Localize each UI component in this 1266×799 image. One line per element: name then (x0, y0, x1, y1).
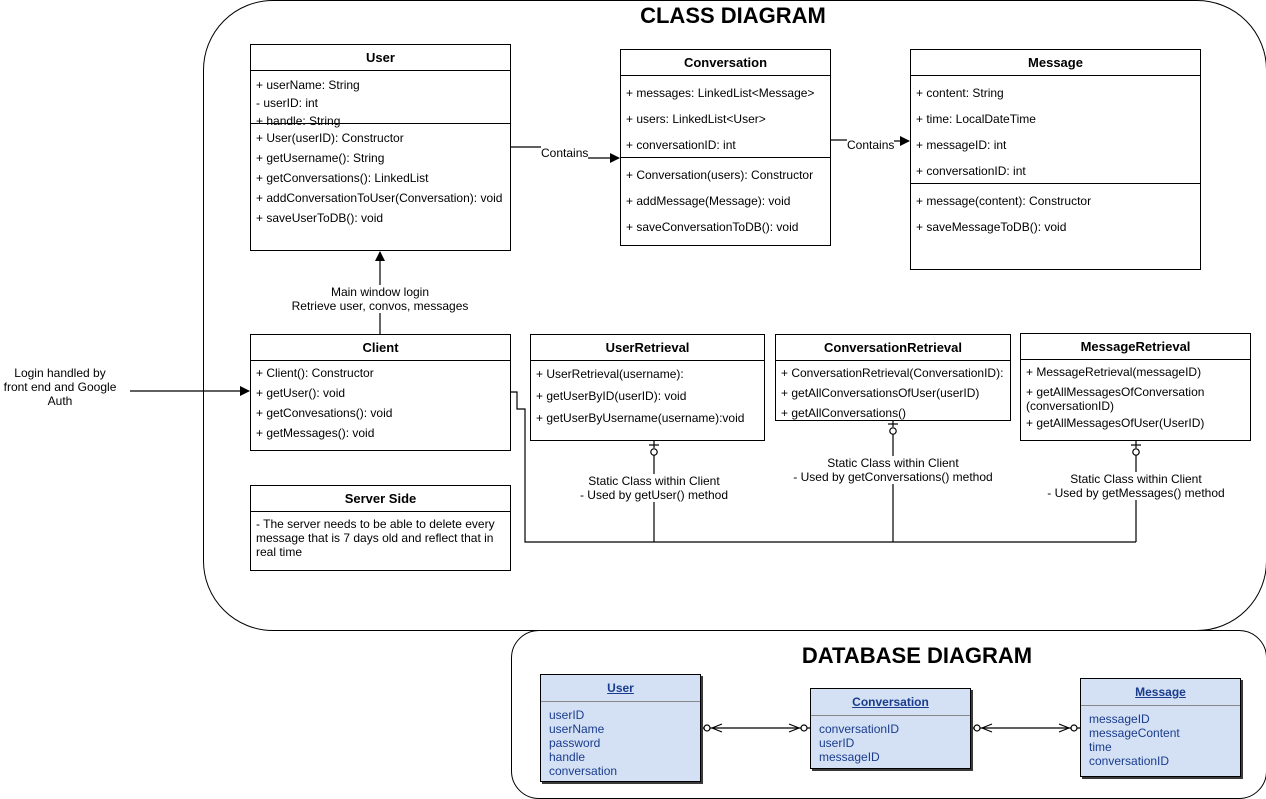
label-line: - Used by getMessages() method (1047, 486, 1225, 500)
client-bus-edge (511, 391, 1136, 543)
client-class: Client + Client(): Constructor + getUser… (250, 334, 511, 451)
label-line: Auth (47, 394, 73, 408)
table-field: messageID (819, 750, 880, 764)
table-field: password (549, 736, 601, 750)
method: + getAllMessagesOfUser(UserID) (1026, 416, 1205, 430)
attribute: + conversationID: int (916, 164, 1026, 178)
attribute: + conversationID: int (626, 138, 736, 152)
attribute: + users: LinkedList<User> (626, 112, 766, 126)
static-conv-label: Static Class within Client - Used by get… (788, 456, 998, 484)
note-line: real time (256, 545, 303, 559)
database-diagram-title: DATABASE DIAGRAM (801, 643, 1033, 668)
method: + saveConversationToDB(): void (626, 220, 799, 234)
class-name: ConversationRetrieval (776, 335, 1010, 361)
user-retrieval-class: UserRetrieval + UserRetrieval(username):… (530, 334, 765, 441)
db-user-table: User userID userName password handle con… (540, 674, 701, 782)
method: + ConversationRetrieval(ConversationID): (781, 366, 1004, 380)
method: + Conversation(users): Constructor (626, 168, 814, 182)
method: (conversationID) (1026, 399, 1115, 413)
class-name: User (251, 45, 510, 71)
method: + addConversationToUser(Conversation): v… (256, 191, 503, 205)
static-user-label: Static Class within Client - Used by get… (570, 474, 738, 502)
table-name: Conversation (811, 689, 970, 716)
method: + MessageRetrieval(messageID) (1026, 365, 1202, 379)
method: + getAllMessagesOfConversation (1026, 385, 1205, 399)
class-name: UserRetrieval (531, 335, 764, 361)
note-line: - The server needs to be able to delete … (256, 517, 495, 531)
contains-label: Contains (541, 146, 589, 160)
message-retrieval-class: MessageRetrieval + MessageRetrieval(mess… (1020, 333, 1251, 441)
method: + UserRetrieval(username): (536, 367, 684, 381)
class-name: Client (251, 335, 510, 361)
method: + getAllConversations() (781, 406, 907, 420)
method: + saveUserToDB(): void (256, 211, 384, 225)
external-login-label: Login handled by front end and Google Au… (0, 366, 120, 408)
method: + getMessages(): void (256, 426, 375, 440)
static-msg-label: Static Class within Client - Used by get… (1043, 472, 1229, 500)
conversation-class: Conversation + messages: LinkedList<Mess… (620, 49, 831, 246)
method: + getConvesations(): void (256, 406, 393, 420)
table-field: userID (549, 708, 585, 722)
conversation-retrieval-class: ConversationRetrieval + ConversationRetr… (775, 334, 1011, 421)
label-line: - Used by getUser() method (579, 488, 729, 502)
attribute: + userName: String (256, 78, 360, 92)
contains-label: Contains (847, 138, 895, 152)
label-line: Retrieve user, convos, messages (291, 299, 469, 313)
server-side-note: Server Side - The server needs to be abl… (250, 485, 511, 571)
db-message-table: Message messageID messageContent time co… (1080, 678, 1241, 777)
method: + addMessage(Message): void (626, 194, 791, 208)
class-name: Conversation (621, 50, 830, 76)
db-conversation-table: Conversation conversationID userID messa… (810, 688, 971, 769)
class-name: Message (911, 50, 1200, 76)
table-field: conversationID (819, 722, 900, 736)
label-line: front end and Google (3, 380, 117, 394)
class-name: Server Side (251, 486, 510, 512)
user-class: User + userName: String - userID: int + … (250, 44, 511, 251)
table-name: Message (1081, 679, 1240, 706)
label-line: Static Class within Client (588, 474, 720, 488)
method: + saveMessageToDB(): void (916, 220, 1067, 234)
attribute: + handle: String (256, 114, 341, 128)
note-line: message that is 7 days old and reflect t… (256, 531, 494, 545)
table-field: handle (549, 750, 586, 764)
class-diagram-title: CLASS DIAGRAM (640, 3, 826, 28)
method: + getConversations(): LinkedList (256, 171, 429, 185)
method: + User(userID): Constructor (256, 131, 404, 145)
table-field: userName (549, 722, 605, 736)
table-name: User (541, 675, 700, 702)
class-name: MessageRetrieval (1021, 334, 1250, 360)
label-line: - Used by getConversations() method (793, 470, 993, 484)
label-line: Static Class within Client (827, 456, 959, 470)
attribute: + time: LocalDateTime (916, 112, 1036, 126)
table-field: time (1089, 740, 1112, 754)
table-field: messageID (1089, 712, 1150, 726)
label-line: Login handled by (14, 366, 106, 380)
attribute: + messages: LinkedList<Message> (626, 86, 815, 100)
attribute: + messageID: int (916, 138, 1007, 152)
table-field: userID (819, 736, 855, 750)
method: + Client(): Constructor (256, 366, 374, 380)
method: + getUser(): void (256, 386, 346, 400)
table-field: conversationID (1089, 754, 1170, 768)
table-field: messageContent (1089, 726, 1180, 740)
method: + getAllConversationsOfUser(userID) (781, 386, 980, 400)
attribute: - userID: int (256, 96, 319, 110)
table-field: conversation (549, 764, 618, 778)
label-line: Static Class within Client (1070, 472, 1202, 486)
method: + getUserByUsername(username):void (536, 411, 745, 425)
attribute: + content: String (916, 86, 1004, 100)
method: + getUsername(): String (256, 151, 385, 165)
message-class: Message + content: String + time: LocalD… (910, 49, 1201, 270)
method: + getUserByID(userID): void (536, 389, 687, 403)
method: + message(content): Constructor (916, 194, 1092, 208)
login-edge-label: Main window login Retrieve user, convos,… (282, 285, 478, 313)
label-line: Main window login (330, 285, 430, 299)
